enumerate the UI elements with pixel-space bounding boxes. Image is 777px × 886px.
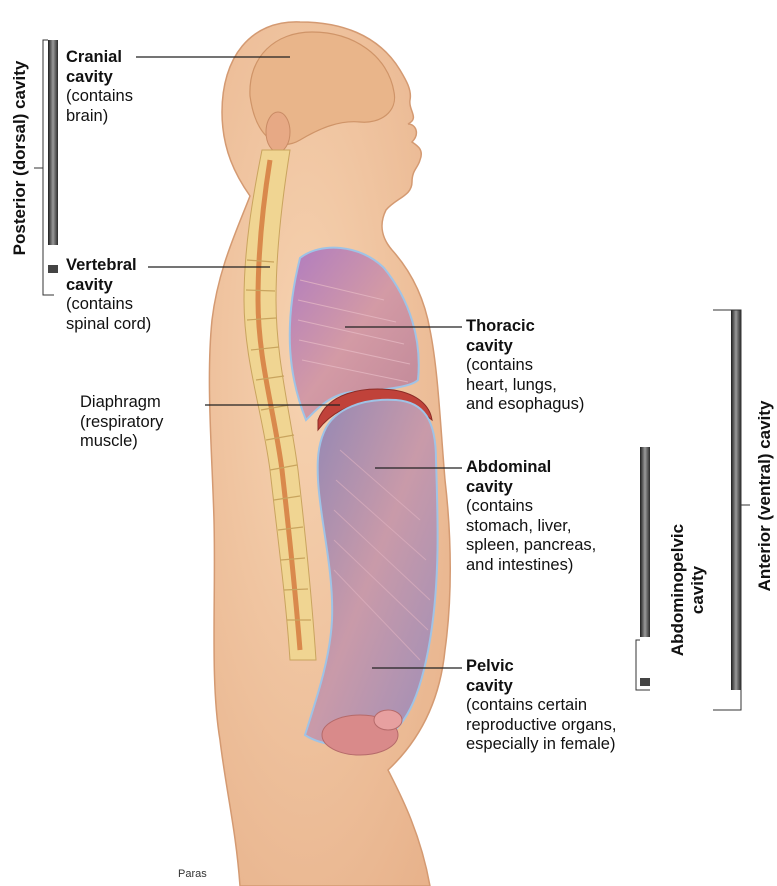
illustrator-credit: Paras [178,868,207,880]
thoracic-title: Thoracic cavity [466,317,584,356]
vertebral-desc: (contains spinal cord) [66,295,151,334]
abdominal-title: Abdominal cavity [466,458,596,497]
abdominal-desc: (contains stomach, liver, spleen, pancre… [466,497,596,575]
posterior-cavity-bar [48,40,58,245]
thoracic-label: Thoracic cavity (contains heart, lungs, … [466,317,584,415]
cranial-label: Cranial cavity (contains brain) [66,48,133,126]
pelvic-title: Pelvic cavity [466,657,616,696]
posterior-cavity-label: Posterior (dorsal) cavity [10,43,30,273]
abdominal-label: Abdominal cavity (contains stomach, live… [466,458,596,575]
bladder-shape [374,710,402,730]
pelvic-label: Pelvic cavity (contains certain reproduc… [466,657,616,755]
vertebral-title: Vertebral cavity [66,256,151,295]
posterior-cavity-bar-lower [48,265,58,273]
cranial-title: Cranial cavity [66,48,133,87]
pelvic-desc: (contains certain reproductive organs, e… [466,696,616,755]
ear-shape [266,112,290,152]
cranial-desc: (contains brain) [66,87,133,126]
abdominopelvic-cavity-label: Abdominopelvic cavity [668,520,708,660]
anterior-cavity-bar [731,310,741,690]
anterior-cavity-label: Anterior (ventral) cavity [755,376,775,616]
vertebral-label: Vertebral cavity (contains spinal cord) [66,256,151,334]
thoracic-desc: (contains heart, lungs, and esophagus) [466,356,584,415]
diaphragm-label: Diaphragm (respiratory muscle) [80,393,163,452]
diaphragm-desc: Diaphragm (respiratory muscle) [80,393,163,452]
abdominopelvic-bar [640,447,650,637]
abdominopelvic-bar-lower [640,678,650,686]
